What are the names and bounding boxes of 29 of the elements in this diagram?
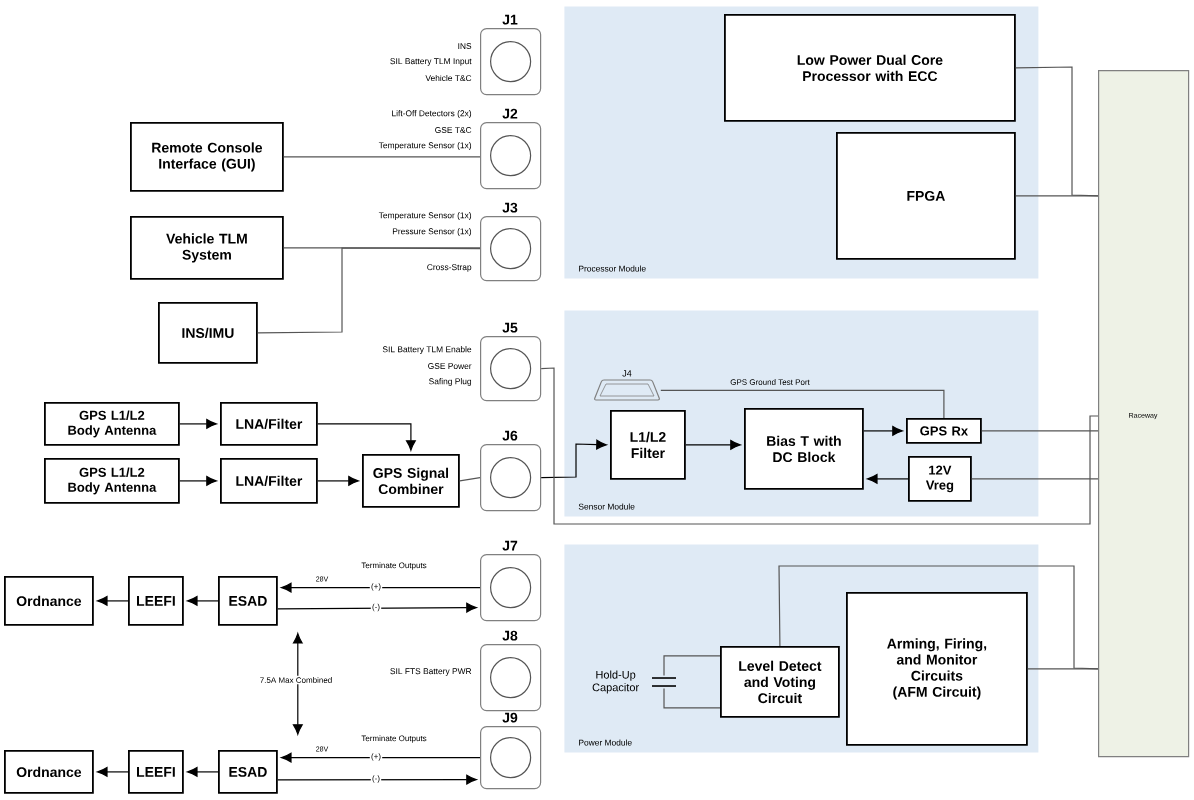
connector-line	[663, 687, 721, 709]
connector-line	[981, 430, 1099, 432]
arrow	[277, 602, 477, 613]
arrow	[685, 439, 741, 450]
arrow	[292, 633, 303, 735]
arrow	[97, 595, 129, 606]
connector-line	[1027, 668, 1099, 670]
arrow	[187, 595, 219, 606]
connector-line	[459, 477, 481, 482]
connector-line	[660, 389, 945, 419]
connector-line	[971, 478, 1099, 480]
arrow	[281, 752, 481, 763]
arrow	[187, 767, 219, 777]
arrow	[867, 473, 909, 484]
connector-line	[663, 655, 721, 677]
arrow	[317, 423, 416, 451]
arrow	[281, 582, 481, 593]
arrow	[97, 767, 129, 777]
arrow	[540, 439, 607, 479]
connector-line	[283, 156, 481, 158]
connector-line	[283, 247, 481, 249]
connector-line	[257, 247, 481, 334]
arrow	[179, 418, 217, 429]
arrow	[317, 475, 359, 486]
connector-line	[540, 367, 1099, 525]
connector-line	[1015, 195, 1099, 197]
arrow	[863, 425, 903, 436]
arrow	[277, 774, 477, 785]
arrow	[179, 475, 217, 486]
